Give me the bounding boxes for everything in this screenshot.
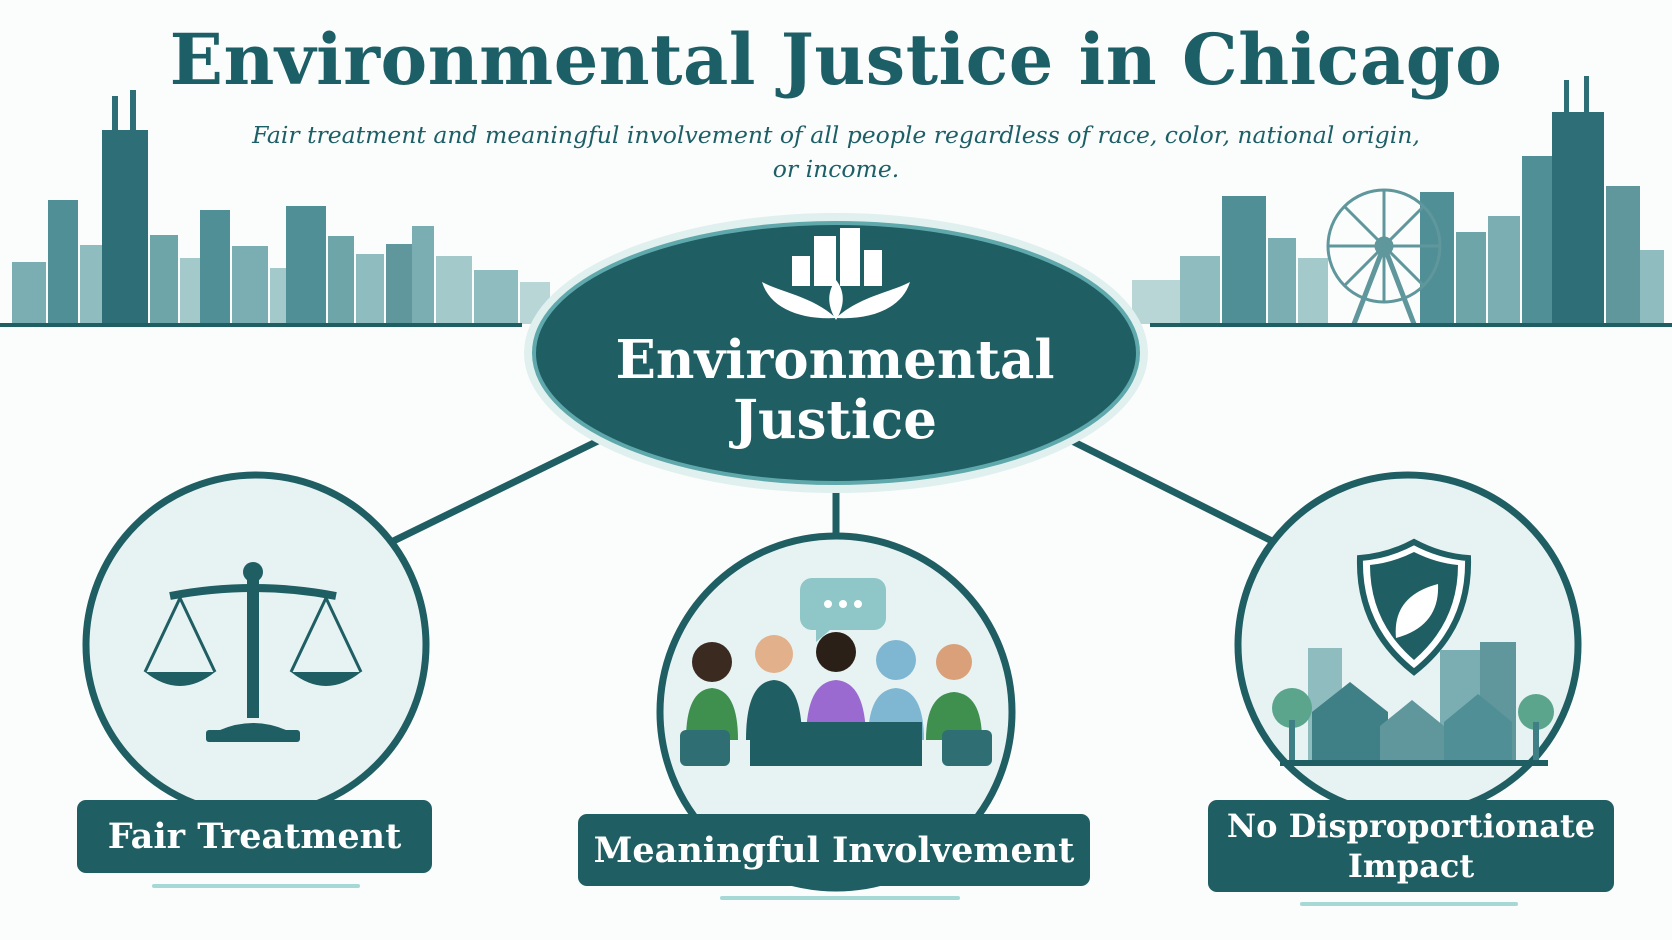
right-skyline [1132,76,1664,325]
ground-line-left [0,323,522,327]
city-leaf-icon [762,228,910,320]
page-subtitle: Fair treatment and meaningful involvemen… [252,121,1420,183]
page-title: Environmental Justice in Chicago [169,18,1503,101]
pillar-underline [152,884,360,888]
ferris-wheel-icon [1326,188,1442,325]
left-skyline [12,90,550,324]
shield-leaf-neighborhood-icon [1272,538,1554,766]
pillar-underline [720,896,960,900]
pillar-underline [1300,902,1518,906]
center-node [524,213,1148,493]
connector-lines [371,436,1294,554]
center-label: Environmental Justice [615,329,1055,451]
ground-line-right [1150,323,1672,327]
pillar-label-no-disproportionate-impact: No Disproportionate Impact [1208,800,1614,892]
pillar-label-meaningful-involvement: Meaningful Involvement [578,814,1090,886]
scales-of-justice-icon [143,562,363,742]
community-meeting-icon [680,578,992,766]
pillar-label-fair-treatment: Fair Treatment [77,800,432,873]
